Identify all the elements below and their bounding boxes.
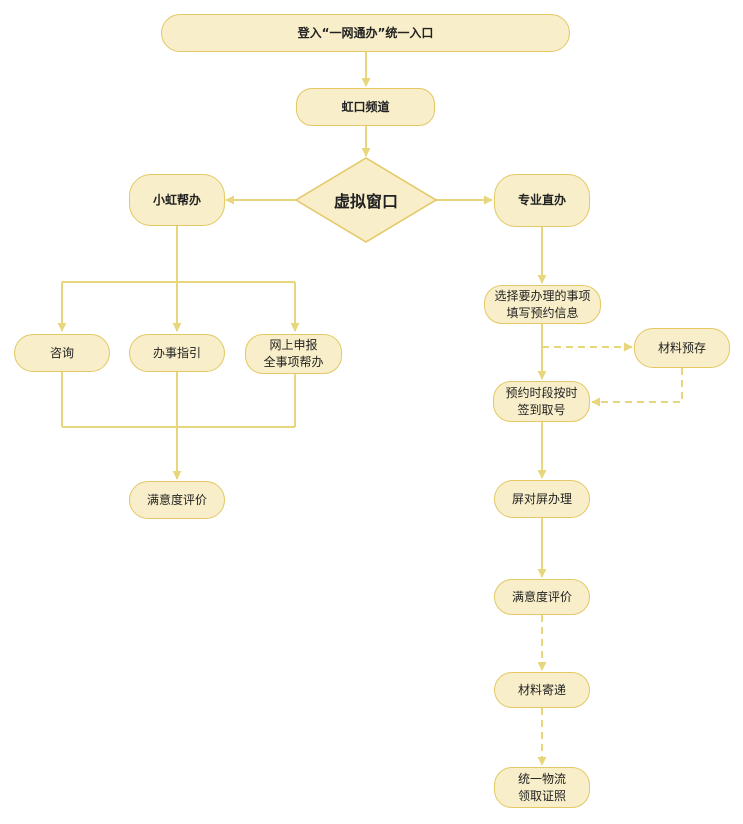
- online-apply-node: 网上申报 全事项帮办: [245, 334, 342, 374]
- select-item-node: 选择要办理的事项 填写预约信息: [484, 285, 601, 324]
- satisfaction-left-label: 满意度评价: [146, 492, 207, 507]
- satisfaction-right-node: 满意度评价: [494, 579, 590, 615]
- satisfaction-left-node: 满意度评价: [129, 481, 225, 519]
- material-prestore-node: 材料预存: [634, 328, 730, 368]
- unified-logistics-label: 统一物流 领取证照: [517, 771, 566, 803]
- consult-label: 咨询: [49, 345, 74, 360]
- pro-direct-node: 专业直办: [494, 174, 590, 227]
- channel-node: 虹口频道: [296, 88, 435, 126]
- guide-label: 办事指引: [152, 345, 201, 360]
- appointment-checkin-label: 预约时段按时 签到取号: [505, 385, 578, 417]
- connector-dashed-prestore-return: [591, 368, 683, 407]
- pro-direct-label: 专业直办: [517, 193, 566, 207]
- satisfaction-right-label: 满意度评价: [511, 589, 572, 604]
- channel-label: 虹口频道: [341, 99, 390, 114]
- entry-label: 登入“一网通办”统一入口: [297, 25, 434, 40]
- screen-to-screen-node: 屏对屏办理: [494, 480, 590, 518]
- online-apply-label: 网上申报 全事项帮办: [263, 338, 324, 369]
- virtual-window-diamond: [294, 157, 438, 243]
- virtual-window-label: 虚拟窗口: [333, 192, 398, 211]
- screen-to-screen-label: 屏对屏办理: [511, 491, 572, 506]
- unified-logistics-node: 统一物流 领取证照: [494, 767, 590, 808]
- xiaohong-help-label: 小虹帮办: [152, 192, 201, 207]
- material-mail-node: 材料寄递: [494, 672, 590, 708]
- consult-node: 咨询: [14, 334, 110, 372]
- select-item-label: 选择要办理的事项 填写预约信息: [494, 288, 591, 320]
- xiaohong-help-node: 小虹帮办: [129, 174, 225, 226]
- guide-node: 办事指引: [129, 334, 225, 372]
- entry-node: 登入“一网通办”统一入口: [161, 14, 570, 52]
- material-mail-label: 材料寄递: [517, 682, 566, 697]
- material-prestore-label: 材料预存: [657, 340, 706, 355]
- appointment-checkin-node: 预约时段按时 签到取号: [493, 381, 590, 422]
